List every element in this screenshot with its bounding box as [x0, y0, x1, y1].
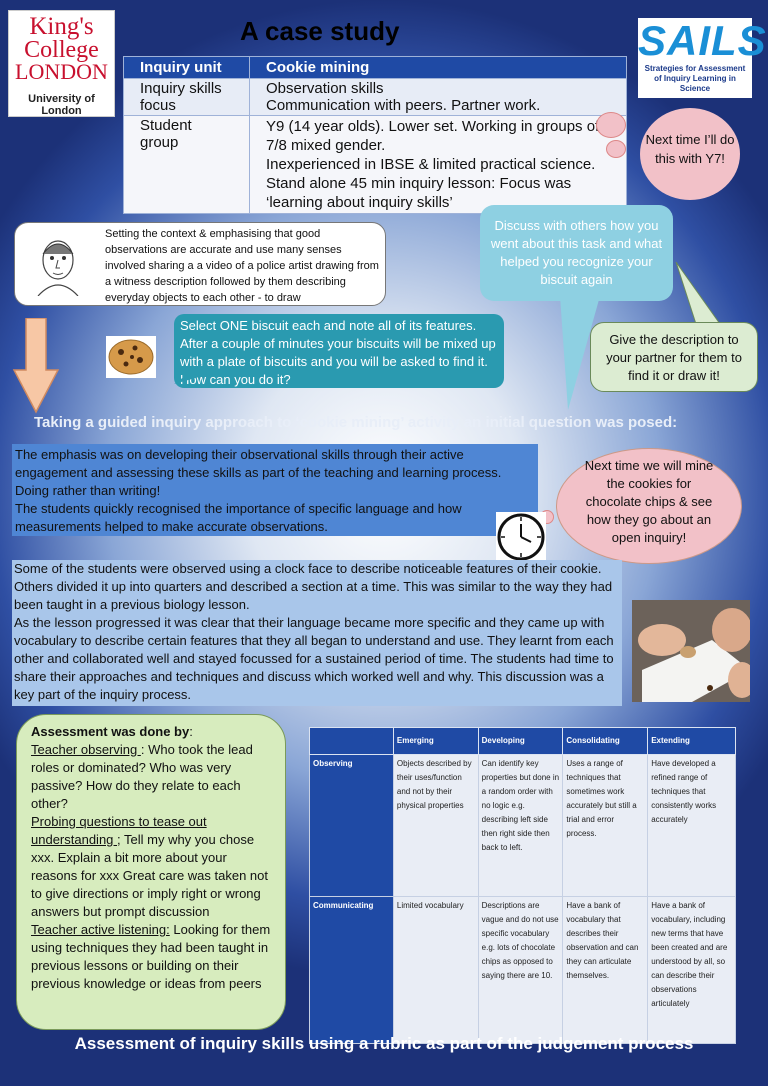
kings-college-logo: King's College LONDON University of Lond… [8, 10, 115, 117]
rubric-cell: Limited vocabulary [392, 896, 479, 1044]
select-callout-pointer [174, 364, 210, 384]
rubric-cell: Have developed a refined range of techni… [647, 754, 736, 897]
guided-inquiry-heading: Taking a guided inquiry approach to ‘coo… [34, 414, 678, 431]
assessment-item2-text: ; Tell my why you chose xxx. Explain a b… [31, 832, 268, 919]
assessment-item1-text: : Who took the lead roles or dominated? … [31, 742, 253, 811]
thought-bubble-dot [606, 140, 626, 158]
emphasis-text-box: The emphasis was on developing their obs… [12, 444, 538, 536]
header-value: Cookie mining [249, 56, 627, 79]
rubric-row-heading: Communicating [309, 896, 394, 1044]
table-row: Student group Y9 (14 year olds). Lower s… [123, 115, 627, 214]
rubric-header-cell: Extending [647, 727, 736, 755]
rubric-row-heading: Observing [309, 754, 394, 897]
kings-logo-line3: LONDON [15, 59, 108, 84]
give-description-callout: Give the description to your partner for… [590, 322, 758, 392]
assessment-item3-label: Teacher active listening: [31, 922, 170, 937]
next-time-mine-cloud: Next time we will mine the cookies for c… [556, 448, 742, 564]
footer-caption: Assessment of inquiry skills using a rub… [74, 1034, 694, 1053]
thought-bubble-dot [596, 112, 626, 138]
sails-logo-tagline: Strategies for Assessment of Inquiry Lea… [644, 64, 746, 93]
table-row: Inquiry skills focus Observation skills … [123, 78, 627, 116]
rubric-header-cell: Emerging [392, 727, 479, 755]
down-arrow-icon [12, 318, 60, 414]
rubric-cell: Have a bank of vocabulary that describes… [562, 896, 649, 1044]
rubric-cell: Descriptions are vague and do not use sp… [477, 896, 564, 1044]
row-value: Y9 (14 year olds). Lower set. Working in… [249, 115, 627, 214]
police-sketch-image [24, 234, 92, 296]
context-text: Setting the context & emphasising that g… [105, 228, 379, 304]
cookie-image [106, 336, 156, 378]
select-biscuit-callout: Select ONE biscuit each and note all of … [174, 314, 504, 388]
row-value: Observation skills Communication with pe… [249, 78, 627, 116]
assessment-rubric-table: Emerging Developing Consolidating Extend… [309, 727, 736, 1044]
page-title: A case study [240, 16, 400, 46]
table-row: Communicating Limited vocabulary Descrip… [309, 896, 736, 1044]
rubric-header-cell: Developing [477, 727, 564, 755]
discuss-callout-tail [560, 296, 600, 410]
kings-logo-line4: University of London [28, 93, 95, 117]
assessment-item1-label: Teacher observing [31, 742, 141, 757]
observation-text-box: Some of the students were observed using… [12, 560, 622, 706]
kings-logo-line2: College [24, 37, 99, 63]
inquiry-info-table: Inquiry unit Cookie mining Inquiry skill… [123, 56, 627, 214]
rubric-cell: Have a bank of vocabulary, including new… [647, 896, 736, 1044]
row-label: Inquiry skills focus [123, 78, 250, 116]
kings-logo-line1: King's [29, 13, 94, 40]
rubric-cell: Uses a range of techniques that sometime… [562, 754, 649, 897]
sails-logo: SAILS Strategies for Assessment of Inqui… [638, 17, 767, 98]
students-photo [632, 600, 750, 702]
clock-icon [496, 512, 546, 562]
row-label: Student group [123, 115, 250, 214]
header-label: Inquiry unit [123, 56, 250, 79]
assessment-heading-suffix: : [189, 724, 193, 739]
sails-logo-name: SAILS [638, 17, 767, 64]
table-row: Observing Objects described by their use… [309, 754, 736, 897]
rubric-cell: Objects described by their uses/function… [392, 754, 479, 897]
assessment-item3-text: Looking for them using techniques they h… [31, 922, 271, 991]
next-time-y7-cloud: Next time I’ll do this with Y7! [640, 108, 740, 200]
rubric-cell: Can identify key properties but done in … [477, 754, 564, 897]
table-header-row: Inquiry unit Cookie mining [123, 56, 627, 79]
rubric-header-cell [309, 727, 394, 755]
discuss-callout: Discuss with others how you went about t… [480, 205, 673, 301]
rubric-header-cell: Consolidating [562, 727, 649, 755]
assessment-box: Assessment was done by: Teacher observin… [16, 714, 286, 1030]
assessment-item2-label: Probing questions to tease out understan… [31, 814, 207, 847]
assessment-heading: Assessment was done by [31, 724, 190, 739]
rubric-header-row: Emerging Developing Consolidating Extend… [309, 727, 736, 755]
give-callout-tail [675, 262, 721, 325]
